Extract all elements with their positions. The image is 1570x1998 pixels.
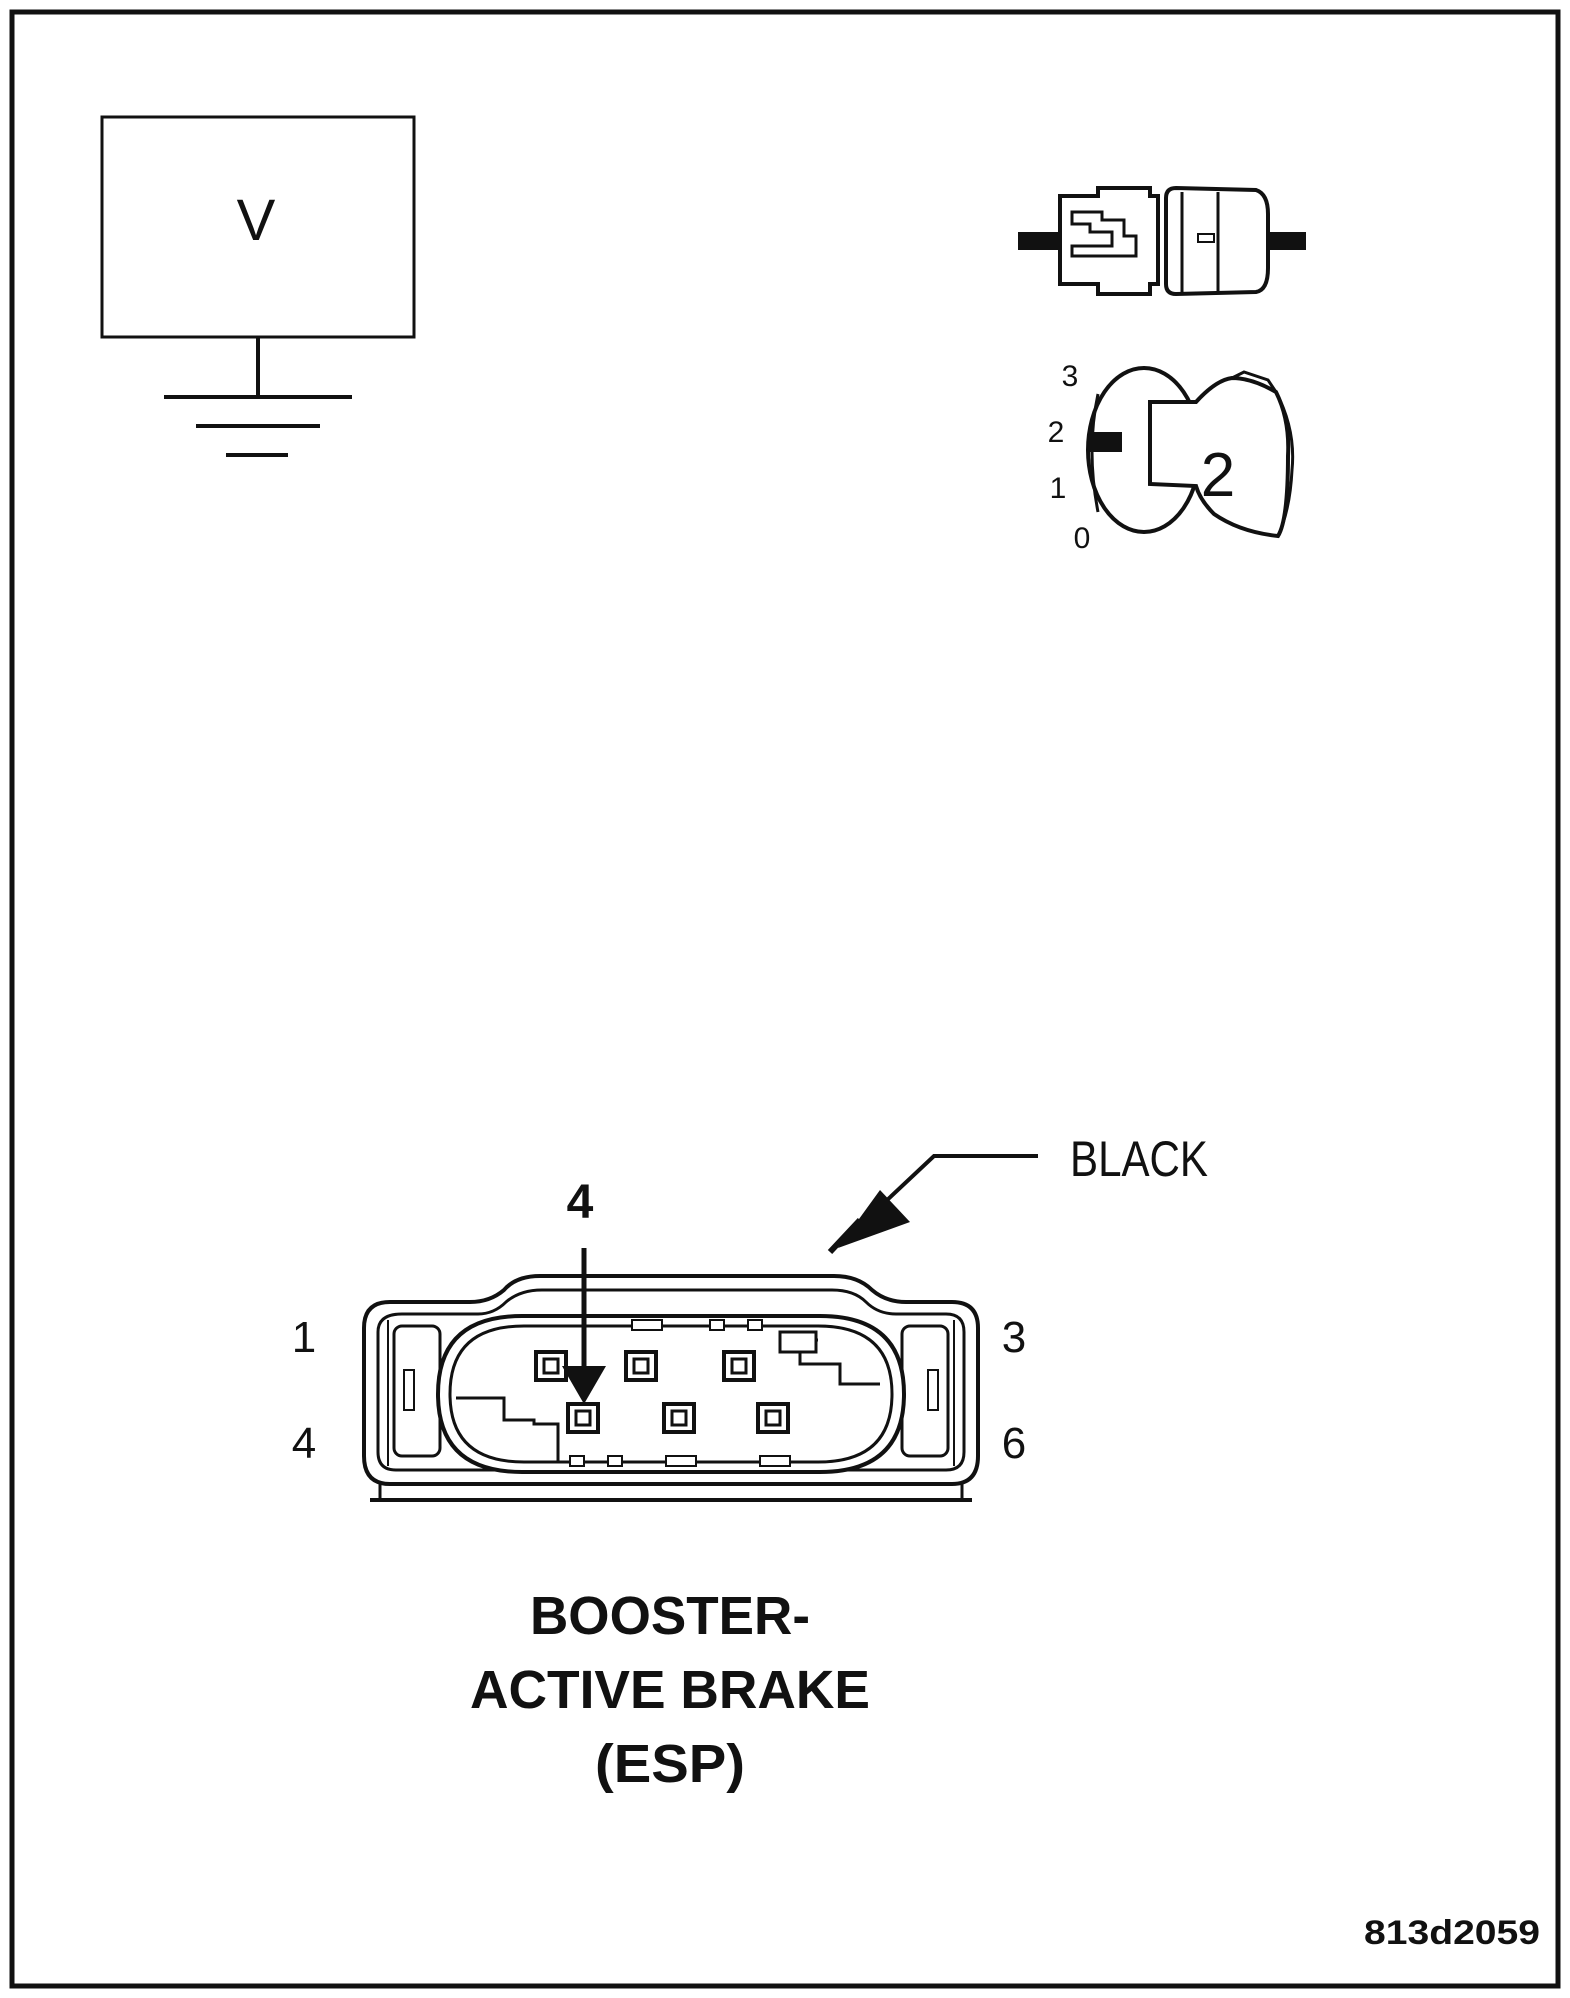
pin-label-1: 1 <box>292 1313 316 1362</box>
callout-arrowhead <box>838 1190 910 1248</box>
test-pin-pointer: 4 <box>562 1176 606 1404</box>
caption-line-2: ACTIVE BRAKE <box>470 1660 870 1720</box>
pin-cavity-bottom-row <box>566 1402 790 1434</box>
pin-label-4: 4 <box>292 1419 316 1468</box>
ground-icon <box>164 337 352 457</box>
connector-face <box>362 1274 980 1502</box>
ignition-position-1: 1 <box>1050 472 1067 505</box>
caption-line-1: BOOSTER- <box>530 1586 810 1646</box>
caption-line-3: (ESP) <box>595 1734 745 1794</box>
voltmeter: V <box>100 115 416 457</box>
pin-cavity-top-row <box>534 1350 756 1382</box>
figure-id: 813d2059 <box>1364 1914 1540 1952</box>
ignition-position-2: 2 <box>1048 416 1065 449</box>
ignition-position-3: 3 <box>1062 360 1079 393</box>
test-pin-arrowhead <box>562 1366 606 1404</box>
ignition-key-number: 2 <box>1201 441 1235 510</box>
connector-color-callout: BLACK <box>827 1131 1208 1255</box>
connector-caption: BOOSTER- ACTIVE BRAKE (ESP) <box>470 1586 870 1794</box>
figure-border <box>9 9 1561 1989</box>
test-pin-number: 4 <box>567 1176 594 1229</box>
pin-label-6: 6 <box>1002 1419 1026 1468</box>
connector-color-label: BLACK <box>1070 1131 1208 1187</box>
ignition-position-0: 0 <box>1074 522 1091 555</box>
ignition-switch-icon: 3 2 1 0 2 <box>1048 360 1295 555</box>
pin-label-3: 3 <box>1002 1313 1026 1362</box>
disconnected-connector-icon <box>1018 185 1306 297</box>
voltmeter-symbol: V <box>237 188 276 253</box>
